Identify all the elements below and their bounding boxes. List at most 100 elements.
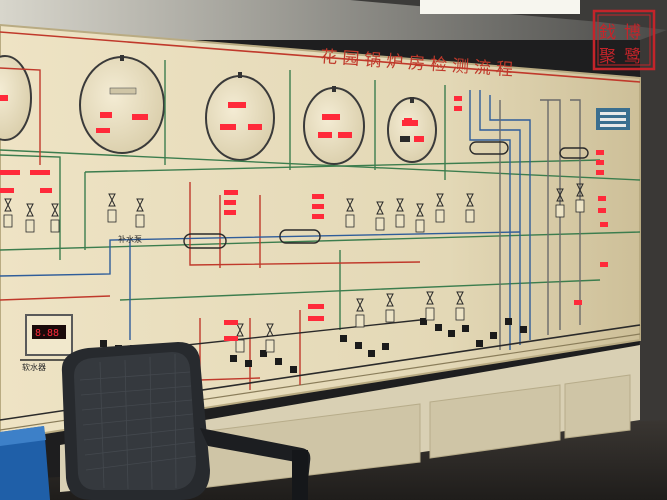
- valve-gauge: [25, 219, 35, 233]
- valve-gauge: [555, 204, 565, 218]
- red-readout: [574, 300, 582, 305]
- red-readout: [308, 304, 324, 309]
- red-readout: [454, 96, 462, 101]
- red-readout: [454, 106, 462, 111]
- checker-square: [290, 366, 297, 373]
- valve-symbol: [466, 198, 474, 207]
- valve-gauge: [395, 214, 405, 228]
- red-readout: [312, 194, 324, 199]
- checker-square: [476, 340, 483, 347]
- valve-gauge: [375, 217, 385, 231]
- valve-symbol: [416, 203, 424, 212]
- valve-symbol: [396, 198, 404, 207]
- valve-symbol: [51, 208, 59, 217]
- valve-symbol: [4, 203, 12, 212]
- checker-square: [462, 325, 469, 332]
- valve-gauge: [425, 307, 435, 321]
- red-readout: [224, 190, 238, 195]
- valve-gauge: [265, 339, 275, 353]
- boiler-5: [387, 97, 437, 163]
- ceiling-light: [420, 0, 580, 14]
- valve-gauge: [107, 209, 117, 223]
- valve-symbol: [4, 198, 12, 207]
- valve-symbol: [108, 193, 116, 202]
- office-chair: [61, 342, 311, 500]
- boiler-2: [79, 55, 165, 154]
- seal-char-1: 鈛: [599, 23, 616, 43]
- right-wall: [620, 30, 667, 500]
- label-softened-water: 软水器: [22, 362, 46, 372]
- red-readout: [600, 222, 608, 227]
- valve-symbol: [346, 198, 354, 207]
- valve-symbol: [436, 193, 444, 202]
- checker-square: [382, 343, 389, 350]
- boiler-1: [0, 55, 32, 141]
- seal-char-4: 鹭: [624, 47, 641, 67]
- valve-symbol: [456, 296, 464, 305]
- red-readout: [224, 320, 238, 325]
- valve-symbol: [576, 183, 584, 192]
- red-readout: [596, 160, 604, 165]
- red-readout: [312, 214, 324, 219]
- seal-char-3: 聚: [599, 47, 616, 67]
- red-readout: [224, 210, 236, 215]
- checker-square: [275, 358, 282, 365]
- checker-square: [100, 340, 107, 347]
- checker-square: [260, 350, 267, 357]
- red-readout: [0, 188, 14, 193]
- boiler-4: [303, 86, 365, 165]
- checker-band: [90, 318, 527, 373]
- valve-symbol: [236, 323, 244, 332]
- red-readout: [308, 316, 324, 321]
- valve-symbol: [556, 188, 564, 197]
- valve-symbol: [376, 206, 384, 215]
- red-readout: [600, 262, 608, 267]
- red-readout: [596, 170, 604, 175]
- valve-symbol: [576, 188, 584, 197]
- valve-symbol: [456, 291, 464, 300]
- valve-gauge: [455, 307, 465, 321]
- digital-readouts: [0, 96, 608, 341]
- checker-square: [420, 318, 427, 325]
- checker-square: [435, 324, 442, 331]
- valve-symbol: [236, 328, 244, 337]
- valve-symbol: [376, 201, 384, 210]
- valve-symbol: [466, 193, 474, 202]
- valve-gauge: [575, 199, 585, 213]
- red-readout: [30, 170, 50, 175]
- boiler-3: [205, 72, 275, 161]
- valve-symbol: [396, 203, 404, 212]
- red-readout: [40, 188, 52, 193]
- checker-square: [355, 342, 362, 349]
- checker-square: [505, 318, 512, 325]
- valve-symbol: [356, 303, 364, 312]
- desk: [0, 426, 50, 500]
- valve-gauge: [3, 214, 13, 228]
- red-readout: [312, 204, 324, 209]
- tanks: [183, 141, 589, 249]
- red-readout: [224, 336, 238, 341]
- valve-symbol: [26, 208, 34, 217]
- red-readout: [598, 208, 606, 213]
- valve-symbols: [3, 183, 585, 353]
- valve-symbol: [266, 328, 274, 337]
- valve-symbol: [556, 193, 564, 202]
- valve-gauge: [355, 314, 365, 328]
- valve-symbol: [426, 291, 434, 300]
- valve-symbol: [386, 293, 394, 302]
- valve-gauge: [385, 309, 395, 323]
- valve-symbol: [426, 296, 434, 305]
- valve-gauge: [345, 214, 355, 228]
- valve-symbol: [436, 198, 444, 207]
- checker-square: [230, 355, 237, 362]
- valve-gauge: [415, 219, 425, 233]
- valve-symbol: [346, 203, 354, 212]
- checker-square: [448, 330, 455, 337]
- valve-gauge: [465, 209, 475, 223]
- readout-value: 8.88: [35, 328, 59, 339]
- valve-symbol: [386, 298, 394, 307]
- valve-symbol: [51, 203, 59, 212]
- valve-symbol: [136, 198, 144, 207]
